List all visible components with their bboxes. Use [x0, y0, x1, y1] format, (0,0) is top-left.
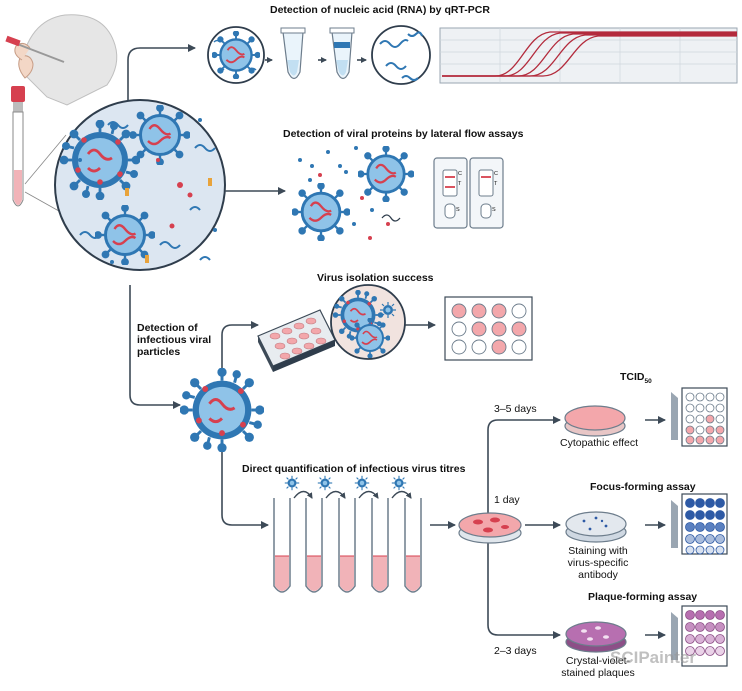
tcid50-subscript: 50: [644, 378, 652, 386]
days-2-3-label: 2–3 days: [494, 645, 537, 657]
strip2-control-mark: C: [494, 171, 498, 177]
sample-tube: [11, 86, 67, 216]
watermark: SCIPainter: [610, 648, 696, 667]
qrtpcr-title: Detection of nucleic acid (RNA) by qRT-P…: [270, 4, 490, 16]
days-3-5-label: 3–5 days: [494, 403, 537, 415]
lateral-flow-panel: [292, 146, 504, 241]
culture-plate: [257, 309, 336, 372]
inoculated-dish: [458, 512, 522, 544]
sample-magnified-circle: [54, 99, 226, 271]
staining-label: Staining with virus-specific antibody: [567, 545, 629, 581]
tcid50-text: TCID: [620, 371, 645, 383]
patient-swab-illustration: [5, 14, 118, 106]
isolation-well-plate: [444, 296, 533, 361]
crystal-violet-label: Crystal-violet-stained plaques: [561, 655, 635, 679]
strip1-sample-mark: S: [456, 207, 460, 213]
pcr-amplification-plot: [439, 27, 738, 84]
strip1-test-mark: T: [458, 181, 462, 187]
lateral-flow-title: Detection of viral proteins by lateral f…: [283, 128, 524, 140]
focus-forming-title: Focus-forming assay: [590, 481, 696, 493]
serial-dilution-tubes: [273, 475, 422, 593]
strip1-control-mark: C: [458, 171, 462, 177]
direct-quantification-title: Direct quantification of infectious viru…: [242, 463, 466, 475]
plaque-forming-panel: [565, 605, 728, 667]
strip2-sample-mark: S: [492, 207, 496, 213]
focus-forming-panel: [565, 493, 728, 555]
qrtpcr-panel: [207, 25, 738, 85]
plaque-forming-title: Plaque-forming assay: [588, 591, 698, 603]
infectious-virus-particle: [180, 368, 264, 452]
tcid50-panel: [564, 387, 728, 447]
infectious-particles-label: Detection of infectious viral particles: [137, 322, 212, 358]
day-1-label: 1 day: [494, 494, 520, 506]
virus-isolation-title: Virus isolation success: [317, 272, 434, 284]
cytopathic-effect-label: Cytopathic effect: [560, 437, 639, 449]
strip2-test-mark: T: [494, 181, 498, 187]
arrows: [127, 44, 666, 639]
tcid50-title: TCID50: [620, 371, 652, 385]
virus-isolation-panel: [257, 284, 533, 372]
